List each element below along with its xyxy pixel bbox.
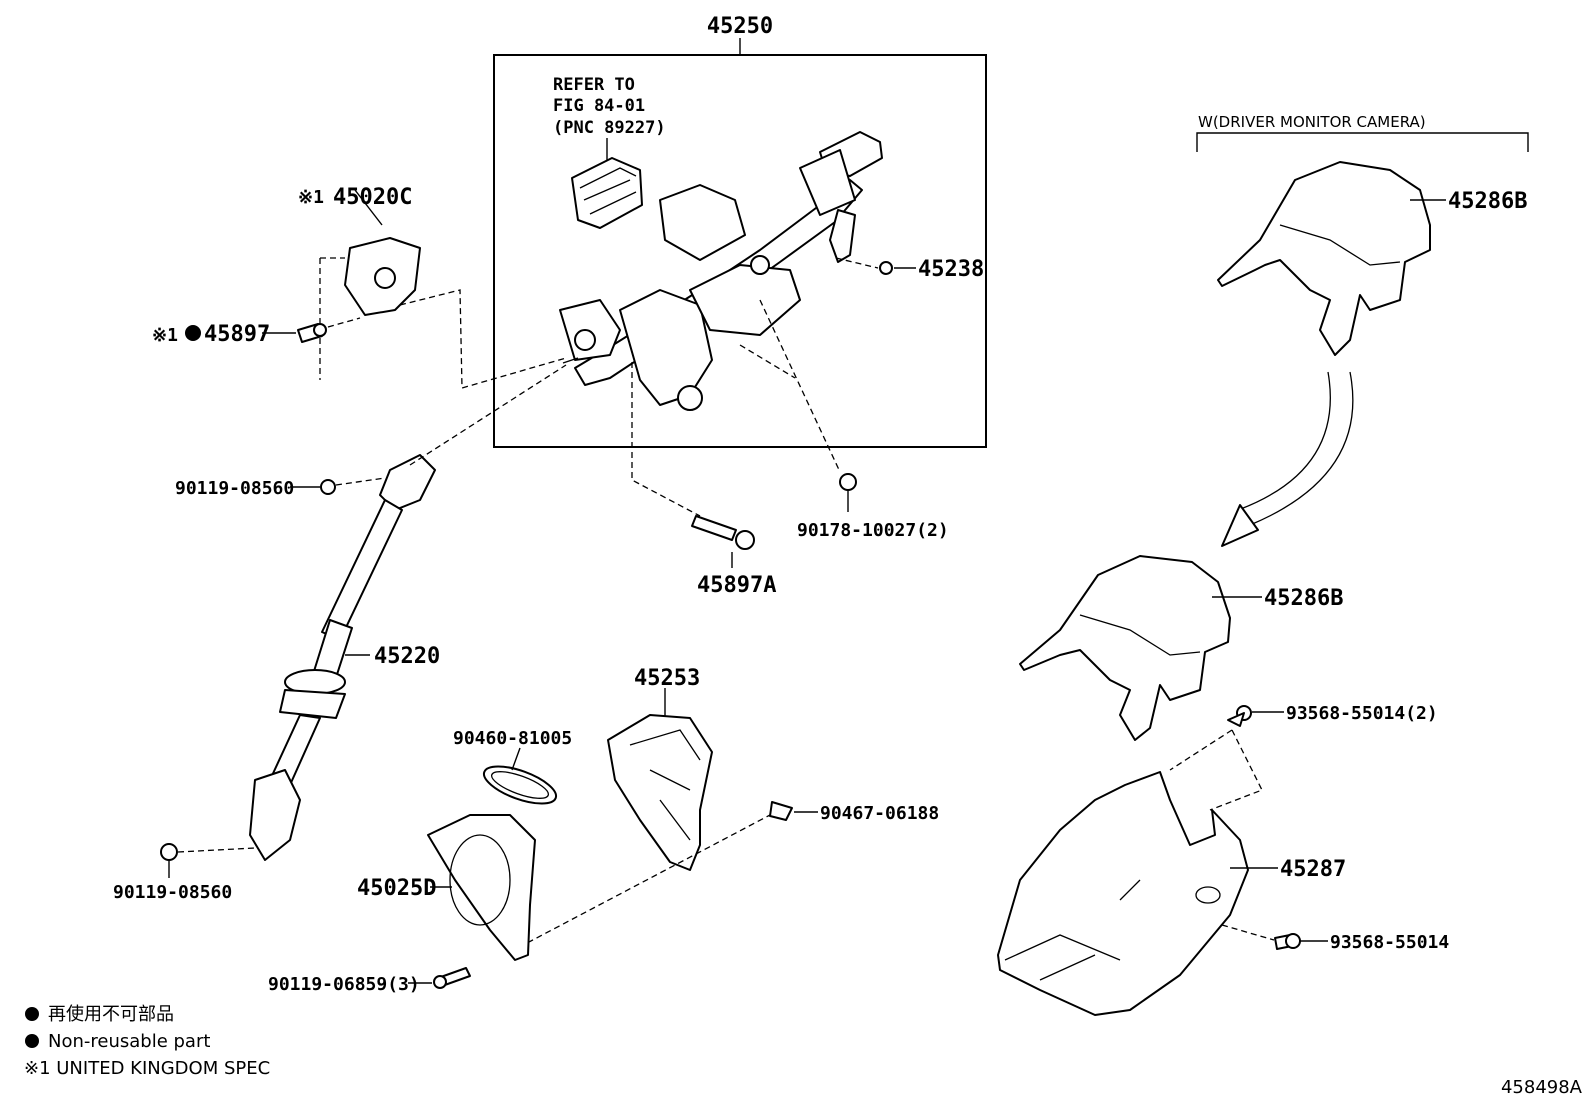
legend-dot-1 xyxy=(25,1007,39,1021)
refer-note-line3: (PNC 89227) xyxy=(553,118,666,138)
illustration-id: 458498A xyxy=(1501,1077,1583,1098)
group-label: 45250 xyxy=(707,14,773,39)
part-45286b-top: 45286B xyxy=(1217,161,1527,356)
part-90178-10027: 90178-10027(2) xyxy=(739,299,949,541)
part-90119-08560-upper: 90119-08560 xyxy=(175,477,386,499)
part-45025d-label: 45025D xyxy=(357,876,436,901)
part-90460-81005-label: 90460-81005 xyxy=(453,728,572,749)
part-90467-06188: 90467-06188 xyxy=(509,801,939,953)
part-45253-label: 45253 xyxy=(634,666,700,691)
part-90119-08560-upper-label: 90119-08560 xyxy=(175,478,294,499)
part-93568-55014-pair-label: 93568-55014(2) xyxy=(1286,703,1438,724)
part-45287-label: 45287 xyxy=(1280,857,1346,882)
part-90119-08560-lower: 90119-08560 xyxy=(113,843,256,903)
part-90467-06188-label: 90467-06188 xyxy=(820,803,939,824)
part-45238-label: 45238 xyxy=(918,257,984,282)
legend: 再使用不可部品 Non-reusable part ※1 UNITED KING… xyxy=(24,1004,270,1079)
part-45897-mark: ※1 xyxy=(152,325,178,346)
assembly-group-45250: 45250 xyxy=(493,14,987,448)
part-45286b-mid-label: 45286B xyxy=(1264,586,1343,611)
part-90460-81005: 90460-81005 xyxy=(453,728,572,805)
variant-arrow xyxy=(1221,371,1354,547)
legend-dot-2 xyxy=(25,1034,39,1048)
refer-note-line2: FIG 84-01 xyxy=(553,96,645,116)
part-45253: 45253 xyxy=(607,666,713,871)
part-45020c-label: 45020C xyxy=(333,185,412,210)
steering-column-illustration xyxy=(559,131,883,411)
part-93568-55014-pair: 93568-55014(2) xyxy=(1169,703,1438,811)
legend-line1: 再使用不可部品 xyxy=(48,1004,174,1025)
part-90119-06859-label: 90119-06859(3) xyxy=(268,974,420,995)
part-45238: 45238 xyxy=(835,257,984,282)
part-45897a: 45897A xyxy=(631,362,776,598)
refer-note-line1: REFER TO xyxy=(553,75,635,95)
camera-variant-group: W(DRIVER MONITOR CAMERA) xyxy=(1196,113,1529,152)
legend-line3: ※1 UNITED KINGDOM SPEC xyxy=(24,1058,270,1079)
part-90119-06859: 90119-06859(3) xyxy=(268,967,471,995)
part-45025d: 45025D xyxy=(357,814,536,961)
part-45287: 45287 xyxy=(997,771,1346,1016)
part-90119-08560-lower-label: 90119-08560 xyxy=(113,882,232,903)
part-45020c: ※1 45020C xyxy=(298,185,567,389)
refer-note: REFER TO FIG 84-01 (PNC 89227) xyxy=(553,75,666,162)
part-93568-55014-single: 93568-55014 xyxy=(1221,924,1449,953)
part-45286b-mid: 45286B xyxy=(1019,555,1343,741)
part-45286b-top-label: 45286B xyxy=(1448,189,1527,214)
part-45897a-label: 45897A xyxy=(697,573,776,598)
part-45220-label: 45220 xyxy=(374,644,440,669)
part-45897: ※1 45897 xyxy=(152,317,361,347)
legend-line2: Non-reusable part xyxy=(48,1031,210,1052)
connector-module-illustration xyxy=(571,157,643,229)
camera-variant-label: W(DRIVER MONITOR CAMERA) xyxy=(1198,113,1426,131)
part-45897-label: 45897 xyxy=(204,322,270,347)
part-90178-10027-label: 90178-10027(2) xyxy=(797,520,949,541)
non-reusable-dot xyxy=(185,325,201,341)
part-45220: 45220 xyxy=(249,364,567,861)
part-45020c-mark: ※1 xyxy=(298,187,324,208)
part-93568-55014-single-label: 93568-55014 xyxy=(1330,932,1449,953)
